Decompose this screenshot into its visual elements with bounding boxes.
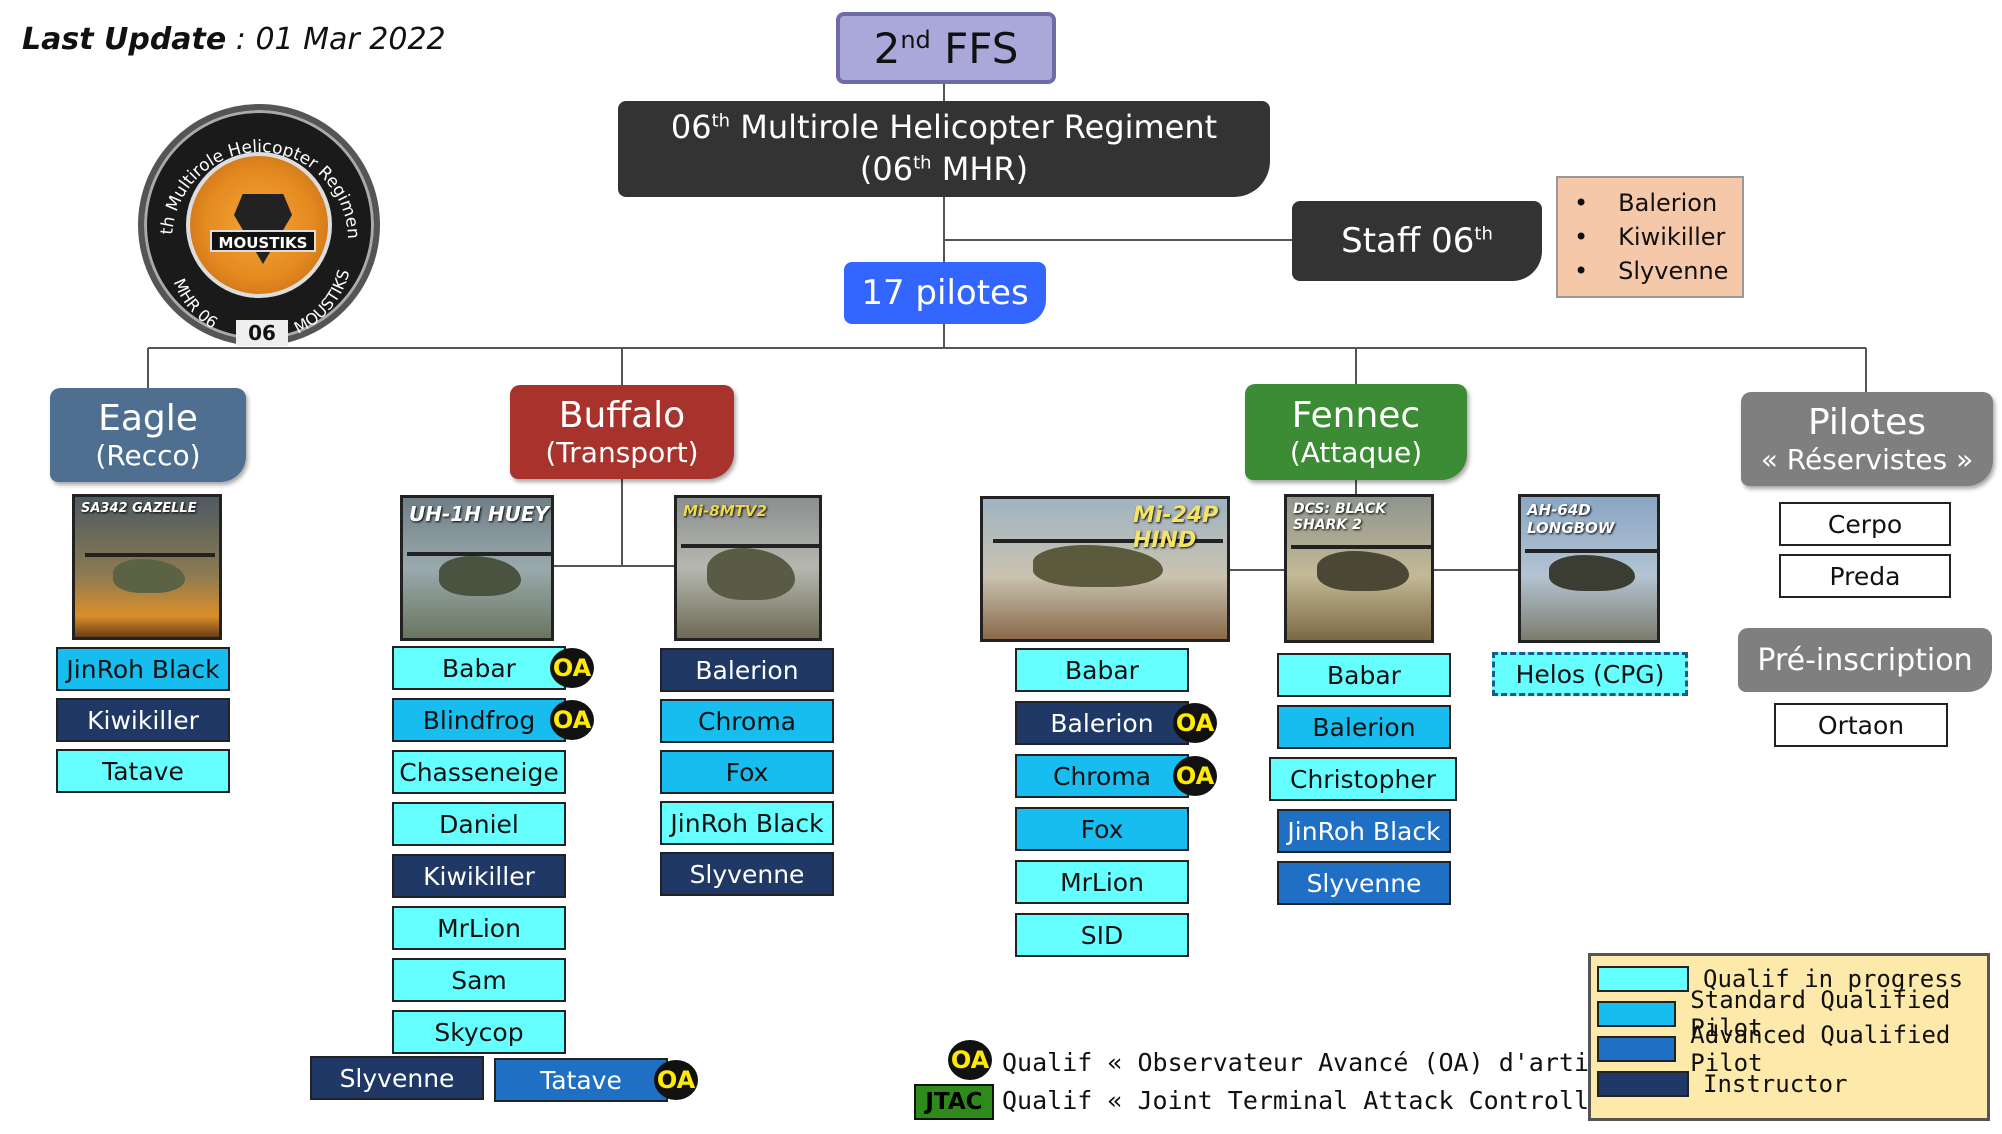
legend-swatch <box>1597 1001 1677 1027</box>
huey-pilot: Sam <box>392 958 566 1002</box>
staff-member: Kiwikiller <box>1574 223 1725 251</box>
hind-pilot: SID <box>1015 913 1189 957</box>
unit-title: 2nd FFS <box>836 12 1056 84</box>
huey-pilot: MrLion <box>392 906 566 950</box>
eagle-pilot: JinRoh Black <box>56 647 230 691</box>
squadron-eagle: Eagle (Recco) <box>50 388 246 482</box>
hind-pilot: MrLion <box>1015 860 1189 904</box>
last-update: Last Update : 01 Mar 2022 <box>22 22 446 57</box>
blackshark-image: DCS: BLACK SHARK 2 <box>1284 494 1434 643</box>
reserve-pilot: Preda <box>1779 554 1951 598</box>
hind-pilot: Balerion <box>1015 701 1189 745</box>
eagle-pilot: Tatave <box>56 749 230 793</box>
legend-row: Standard Qualified Pilot <box>1597 986 1987 1042</box>
legend-label: Advanced Qualified Pilot <box>1690 1021 1951 1077</box>
oa-badge: OA <box>654 1060 698 1100</box>
shark-pilot: Balerion <box>1277 705 1451 749</box>
huey-pilot: Skycop <box>392 1010 566 1054</box>
prereg-pilot: Ortaon <box>1774 703 1948 747</box>
last-update-separator: : <box>226 22 256 57</box>
jtac-badge: JTAC <box>914 1084 994 1120</box>
pilot-count: 17 pilotes <box>844 262 1046 324</box>
staff-members: Balerion Kiwikiller Slyvenne <box>1556 176 1744 298</box>
last-update-label: Last Update <box>22 22 227 57</box>
mi8-pilot: Slyvenne <box>660 852 834 896</box>
logo-ring-left: MHR 06 <box>170 276 221 333</box>
legend-swatch <box>1597 966 1689 992</box>
mi8-image: Mi-8MTV2 <box>674 495 822 641</box>
legend-label: Instructor <box>1703 1070 1848 1098</box>
squadron-reserve: Pilotes « Réservistes » <box>1741 392 1993 486</box>
oa-badge: OA <box>1173 756 1217 796</box>
squadron-fennec: Fennec (Attaque) <box>1245 384 1467 480</box>
logo-emblem: MOUSTIKS <box>186 152 332 298</box>
oa-badge: OA <box>1173 703 1217 743</box>
oa-badge: OA <box>948 1040 992 1080</box>
shark-pilot: Slyvenne <box>1277 861 1451 905</box>
legend: Qualif in progress Standard Qualified Pi… <box>1588 953 1990 1121</box>
staff-member: Balerion <box>1574 189 1717 217</box>
huey-pilot: Blindfrog <box>392 698 566 742</box>
eagle-pilot: Kiwikiller <box>56 698 230 742</box>
mi8-label: Mi-8MTV2 <box>683 502 767 520</box>
regiment-logo: 6th Multirole Helicopter Regiment MHR 06… <box>138 104 380 346</box>
huey-pilot: Chasseneige <box>392 750 566 794</box>
legend-label: Standard Qualified Pilot <box>1690 986 1951 1042</box>
hind-pilot: Babar <box>1015 648 1189 692</box>
shark-pilot: JinRoh Black <box>1277 809 1451 853</box>
huey-label: UH-1H HUEY <box>409 502 550 526</box>
reserve-pilot: Cerpo <box>1779 502 1951 546</box>
huey-pilot: Tatave <box>494 1058 668 1102</box>
oa-badge: OA <box>550 700 594 740</box>
squadron-buffalo: Buffalo (Transport) <box>510 385 734 479</box>
oa-note: Qualif « Observateur Avancé (OA) d'artil… <box>1002 1048 1680 1077</box>
legend-swatch <box>1597 1071 1689 1097</box>
blackshark-label: DCS: BLACK SHARK 2 <box>1293 501 1387 533</box>
huey-pilot: Daniel <box>392 802 566 846</box>
gazelle-label: SA342 GAZELLE <box>81 501 197 516</box>
mi8-pilot: Chroma <box>660 699 834 743</box>
apache-image: AH-64D LONGBOW <box>1518 494 1660 643</box>
legend-swatch <box>1597 1036 1677 1062</box>
legend-label: Qualif in progress <box>1703 965 1964 993</box>
pre-registration: Pré-inscription <box>1738 628 1992 692</box>
mi8-pilot: Fox <box>660 750 834 794</box>
hind-pilot: Chroma <box>1015 754 1189 798</box>
huey-image: UH-1H HUEY <box>400 495 554 641</box>
shark-pilot: Babar <box>1277 653 1451 697</box>
legend-row: Instructor <box>1597 1070 1848 1098</box>
regiment-abbrev: (06th MHR) <box>859 150 1029 188</box>
oa-badge: OA <box>550 648 594 688</box>
gazelle-image: SA342 GAZELLE <box>72 494 222 640</box>
mi8-pilot: JinRoh Black <box>660 801 834 845</box>
logo-center-text: MOUSTIKS <box>210 230 316 252</box>
mi8-pilot: Balerion <box>660 648 834 692</box>
huey-pilot: Kiwikiller <box>392 854 566 898</box>
apache-pilot: Helos (CPG) <box>1492 652 1688 696</box>
hind-pilot: Fox <box>1015 807 1189 851</box>
apache-label: AH-64D LONGBOW <box>1527 501 1615 537</box>
shark-pilot: Christopher <box>1269 757 1457 801</box>
legend-row: Qualif in progress <box>1597 965 1964 993</box>
svg-text:MHR 06: MHR 06 <box>170 276 221 333</box>
regiment-name: 06th Multirole Helicopter Regiment <box>670 108 1218 147</box>
staff-box: Staff 06th <box>1292 201 1542 281</box>
hind-label: Mi-24P HIND <box>1133 503 1219 553</box>
regiment-box: 06th Multirole Helicopter Regiment (06th… <box>618 101 1270 197</box>
legend-row: Advanced Qualified Pilot <box>1597 1021 1987 1077</box>
huey-pilot: Babar <box>392 646 566 690</box>
logo-badge: 06 <box>236 320 288 346</box>
huey-pilot: Slyvenne <box>310 1056 484 1100</box>
last-update-value: 01 Mar 2022 <box>255 22 446 57</box>
staff-member: Slyvenne <box>1574 257 1728 285</box>
hind-image: Mi-24P HIND <box>980 496 1230 642</box>
